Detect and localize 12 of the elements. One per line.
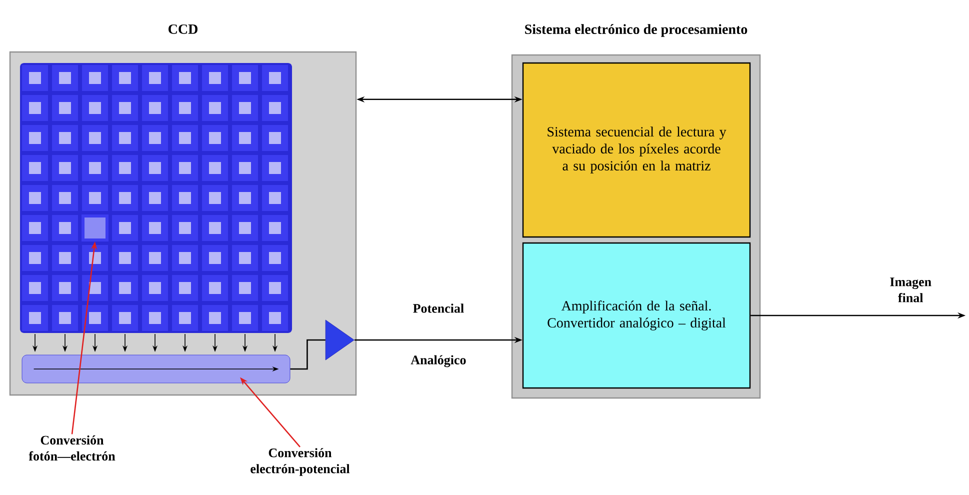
pixel-square bbox=[82, 214, 109, 242]
process-box: Amplificación de la señal. Convertidor analógico – digital bbox=[522, 242, 751, 389]
node-label: CCD bbox=[168, 24, 198, 34]
edge-label: Imagen final bbox=[880, 276, 942, 304]
register-bar bbox=[22, 354, 290, 384]
amplifier-triangle bbox=[325, 320, 354, 360]
signal-label: Analógico bbox=[410, 354, 468, 368]
node-label: Sistema electrónico de procesamiento bbox=[525, 24, 748, 37]
edge-label: Potencial bbox=[407, 302, 470, 314]
caption-text: Conversión electrón-potencial bbox=[250, 448, 350, 476]
caption-text: Conversión fotón—electrón bbox=[28, 435, 116, 461]
process-box: Sistema secuencial de lectura y vaciado de los píxeles acorde a su posición en la matriz bbox=[522, 62, 751, 238]
